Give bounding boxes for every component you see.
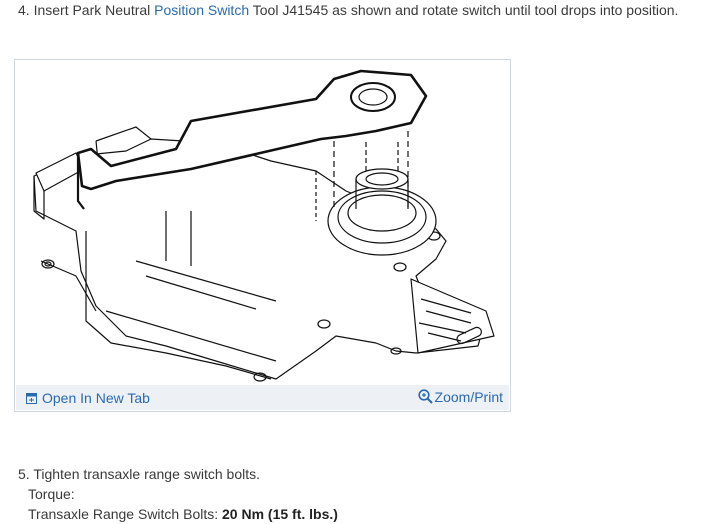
torque-spec: Transaxle Range Switch Bolts: 20 Nm (15 … (18, 504, 338, 524)
step-4-text: 4. Insert Park Neutral Position Switch T… (18, 1, 678, 19)
step-4-suffix: Tool J41545 as shown and rotate switch u… (249, 2, 679, 18)
figure-container: Open In New Tab Zoom/Print (14, 59, 511, 412)
torque-spec-value: 20 Nm (15 ft. lbs.) (222, 506, 338, 522)
torque-spec-label: Transaxle Range Switch Bolts: (28, 506, 223, 522)
zoom-print-button[interactable]: Zoom/Print (417, 389, 503, 405)
new-tab-icon (26, 393, 37, 404)
step-5-line: 5. Tighten transaxle range switch bolts. (18, 466, 261, 482)
step-4-prefix: 4. Insert Park Neutral (18, 2, 155, 18)
open-in-new-tab-label: Open In New Tab (42, 390, 150, 406)
step-5-text: 5. Tighten transaxle range switch bolts.… (18, 464, 338, 524)
park-neutral-switch-illustration (16, 61, 509, 383)
position-switch-link[interactable]: Position Switch (154, 2, 250, 18)
torque-label: Torque: (28, 486, 75, 502)
zoom-icon (417, 389, 433, 404)
zoom-print-label: Zoom/Print (434, 389, 503, 405)
open-in-new-tab-button[interactable]: Open In New Tab (26, 390, 150, 406)
figure-toolbar: Open In New Tab Zoom/Print (16, 385, 509, 410)
